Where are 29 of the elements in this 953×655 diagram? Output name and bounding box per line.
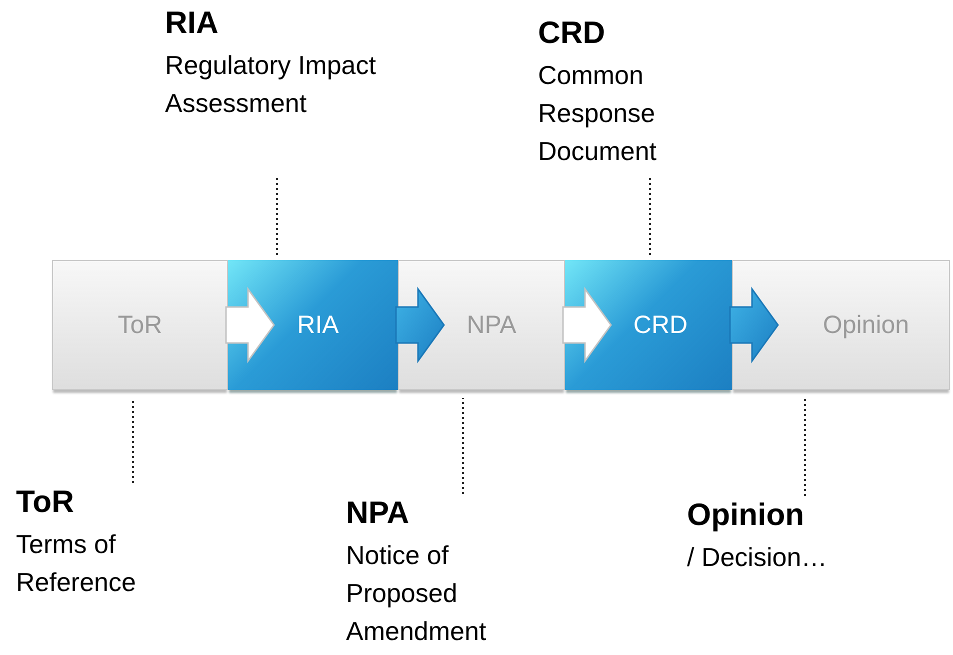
leader-line (462, 398, 464, 494)
leader-line (804, 398, 806, 496)
leader-line (132, 398, 134, 483)
step-label: NPA (466, 310, 516, 340)
chevron-arrow (562, 286, 612, 364)
callout-description: / Decision… (687, 541, 828, 574)
step-label: RIA (297, 310, 339, 340)
process-step-block (565, 260, 732, 390)
callout-description: Regulatory Impact Assessment (165, 49, 377, 120)
step-label: CRD (633, 310, 688, 340)
leader-line (649, 178, 651, 256)
chevron-arrow (729, 286, 779, 364)
callout-heading: CRD (538, 14, 606, 52)
callout-heading: Opinion (687, 496, 806, 534)
process-step-block (52, 260, 228, 390)
callout-heading: NPA (346, 494, 410, 532)
callout-heading: RIA (165, 4, 220, 42)
callout-description: Terms of Reference (16, 528, 137, 599)
process-step-block (228, 260, 398, 390)
callout-description: Common Response Document (538, 59, 658, 168)
chevron-arrow (225, 286, 275, 364)
process-step-block (732, 260, 950, 390)
step-label: ToR (118, 310, 162, 340)
leader-line (276, 178, 278, 256)
process-step-block (398, 260, 565, 390)
callout-description: Notice of Proposed Amendment (346, 539, 488, 648)
step-label: Opinion (822, 310, 910, 340)
callout-heading: ToR (16, 483, 75, 520)
chevron-arrow (395, 286, 445, 364)
